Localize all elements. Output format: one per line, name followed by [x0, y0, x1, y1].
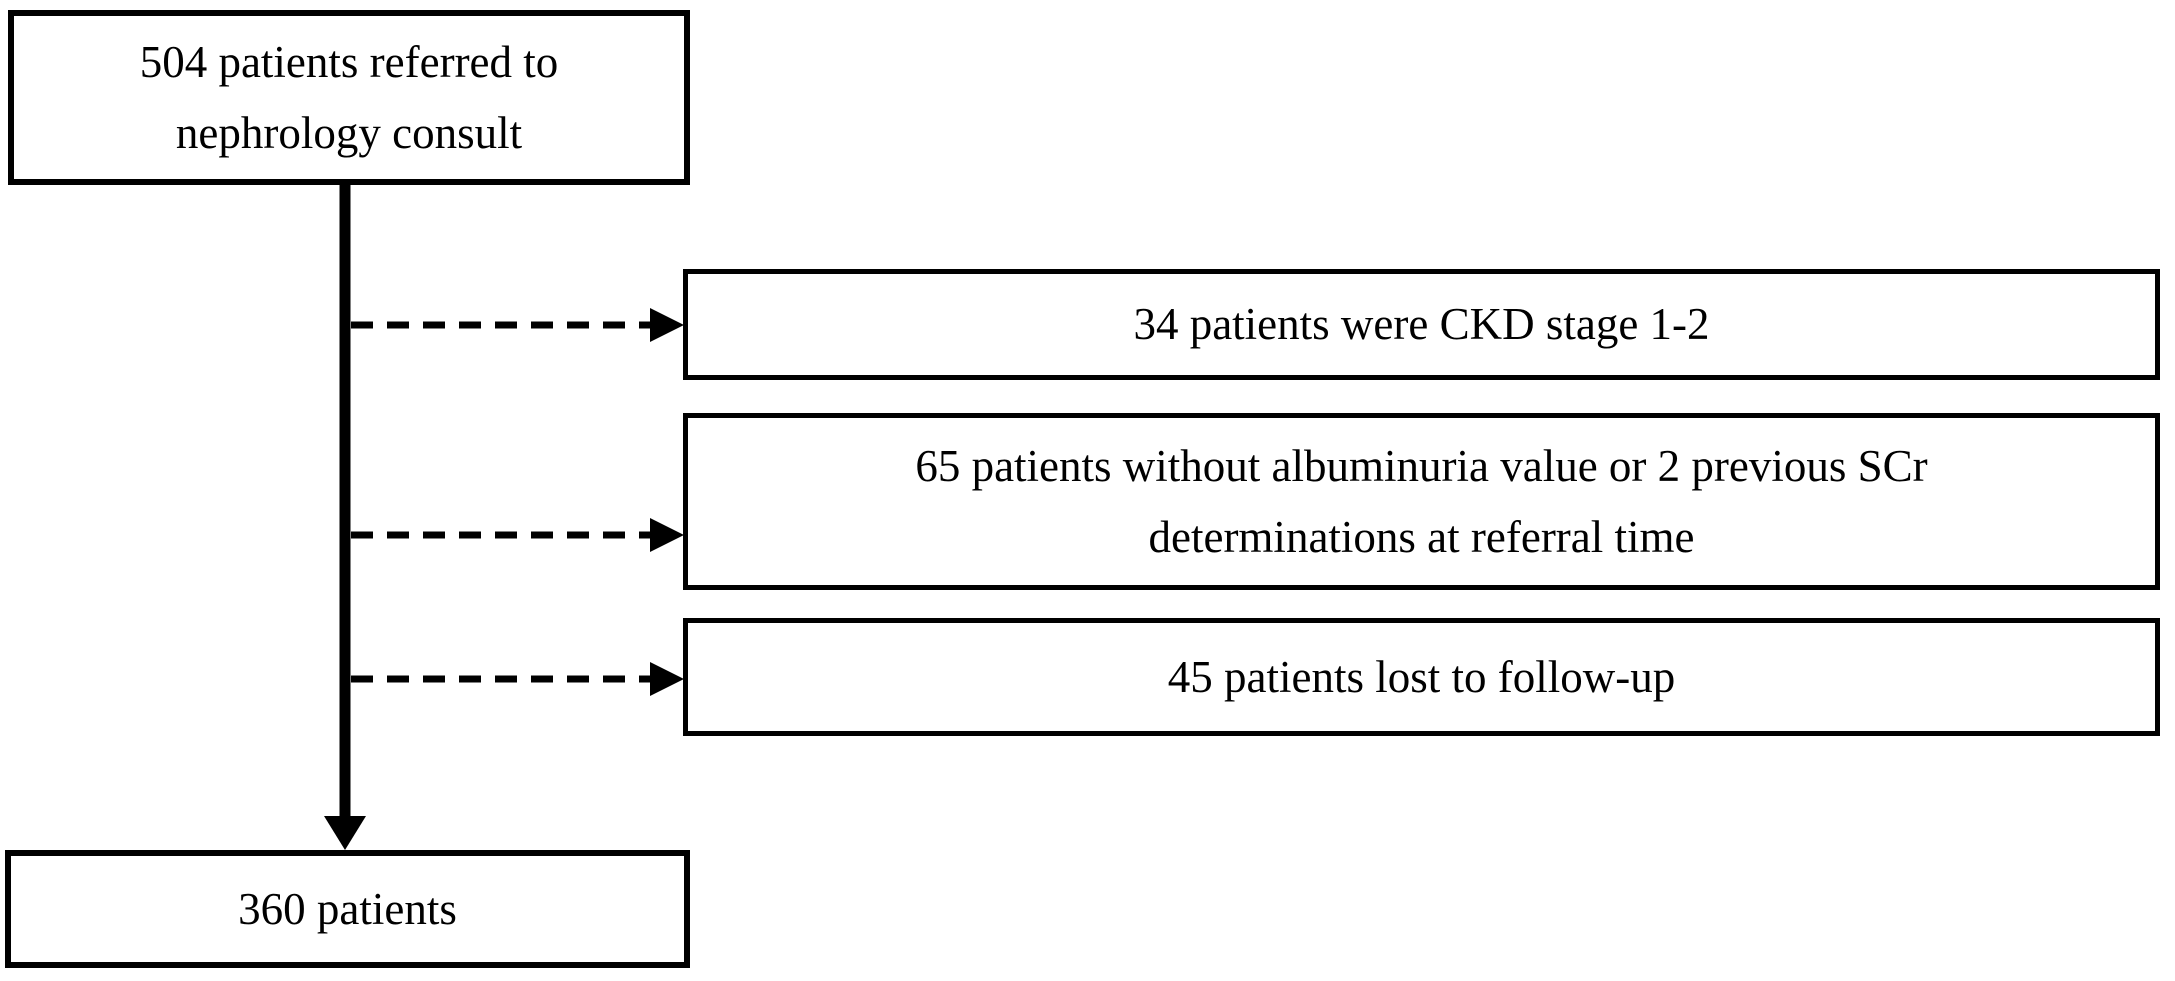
arrowhead-right-icon-1	[650, 308, 684, 342]
box-text-line: 65 patients without albuminuria value or…	[915, 440, 1928, 491]
box-excluded-ckd-stage-1-2: 34 patients were CKD stage 1-2	[683, 269, 2160, 380]
box-text-line: 360 patients	[238, 883, 457, 934]
box-referred-patients: 504 patients referred to nephrology cons…	[8, 10, 690, 185]
box-text-line: determinations at referral time	[1148, 511, 1695, 562]
box-text-line: 34 patients were CKD stage 1-2	[1133, 299, 1710, 349]
arrowhead-right-icon-3	[650, 662, 684, 696]
arrowhead-down-icon	[324, 816, 366, 850]
box-text-line: nephrology consult	[175, 107, 523, 158]
box-excluded-lost-to-followup: 45 patients lost to follow-up	[683, 618, 2160, 736]
box-text-line: 45 patients lost to follow-up	[1167, 651, 1676, 702]
arrowhead-right-icon-2	[650, 518, 684, 552]
box-text-line: 504 patients referred to	[139, 36, 559, 87]
box-excluded-missing-albuminuria-scr: 65 patients without albuminuria value or…	[683, 413, 2160, 590]
box-final-patients: 360 patients	[5, 850, 690, 968]
